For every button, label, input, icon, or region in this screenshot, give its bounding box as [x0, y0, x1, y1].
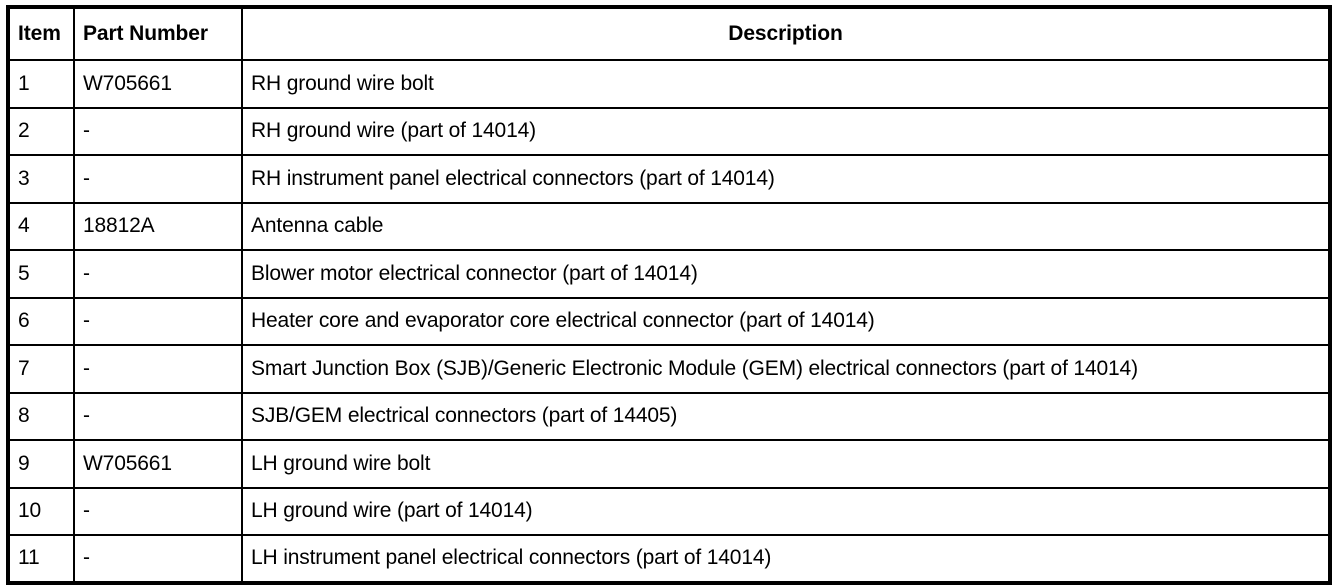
table-row: 8-SJB/GEM electrical connectors (part of…	[7, 391, 1331, 441]
cell-part-number: -	[73, 534, 243, 584]
cell-part-number: -	[73, 249, 243, 299]
cell-description: Blower motor electrical connector (part …	[241, 249, 1331, 299]
table-row: 10-LH ground wire (part of 14014)	[7, 486, 1331, 536]
cell-description: LH ground wire bolt	[241, 439, 1331, 489]
cell-description: LH ground wire (part of 14014)	[241, 486, 1331, 536]
column-header-item: Item	[7, 6, 75, 61]
table-row: 2-RH ground wire (part of 14014)	[7, 106, 1331, 156]
cell-part-number: -	[73, 296, 243, 346]
column-header-part-number: Part Number	[73, 6, 243, 61]
cell-item: 3	[7, 154, 75, 204]
cell-description: Antenna cable	[241, 201, 1331, 251]
cell-item: 11	[7, 534, 75, 584]
cell-part-number: -	[73, 106, 243, 156]
cell-item: 7	[7, 344, 75, 394]
column-header-description: Description	[241, 6, 1331, 61]
cell-part-number: -	[73, 391, 243, 441]
cell-item: 5	[7, 249, 75, 299]
cell-description: LH instrument panel electrical connector…	[241, 534, 1331, 584]
cell-part-number: -	[73, 154, 243, 204]
cell-description: Heater core and evaporator core electric…	[241, 296, 1331, 346]
cell-part-number: W705661	[73, 439, 243, 489]
cell-item: 2	[7, 106, 75, 156]
cell-description: RH ground wire (part of 14014)	[241, 106, 1331, 156]
cell-part-number: -	[73, 344, 243, 394]
table-header-row: Item Part Number Description	[7, 6, 1331, 61]
cell-item: 10	[7, 486, 75, 536]
table-row: 6-Heater core and evaporator core electr…	[7, 296, 1331, 346]
table-row: 7-Smart Junction Box (SJB)/Generic Elect…	[7, 344, 1331, 394]
cell-description: RH instrument panel electrical connector…	[241, 154, 1331, 204]
cell-description: SJB/GEM electrical connectors (part of 1…	[241, 391, 1331, 441]
cell-item: 6	[7, 296, 75, 346]
cell-description: RH ground wire bolt	[241, 59, 1331, 109]
cell-part-number: 18812A	[73, 201, 243, 251]
cell-description: Smart Junction Box (SJB)/Generic Electro…	[241, 344, 1331, 394]
cell-item: 4	[7, 201, 75, 251]
cell-part-number: W705661	[73, 59, 243, 109]
table-row: 5-Blower motor electrical connector (par…	[7, 249, 1331, 299]
cell-item: 9	[7, 439, 75, 489]
cell-item: 1	[7, 59, 75, 109]
cell-item: 8	[7, 391, 75, 441]
table-row: 11-LH instrument panel electrical connec…	[7, 534, 1331, 584]
table-row: 3-RH instrument panel electrical connect…	[7, 154, 1331, 204]
table-header: Item Part Number Description	[7, 6, 1331, 61]
cell-part-number: -	[73, 486, 243, 536]
